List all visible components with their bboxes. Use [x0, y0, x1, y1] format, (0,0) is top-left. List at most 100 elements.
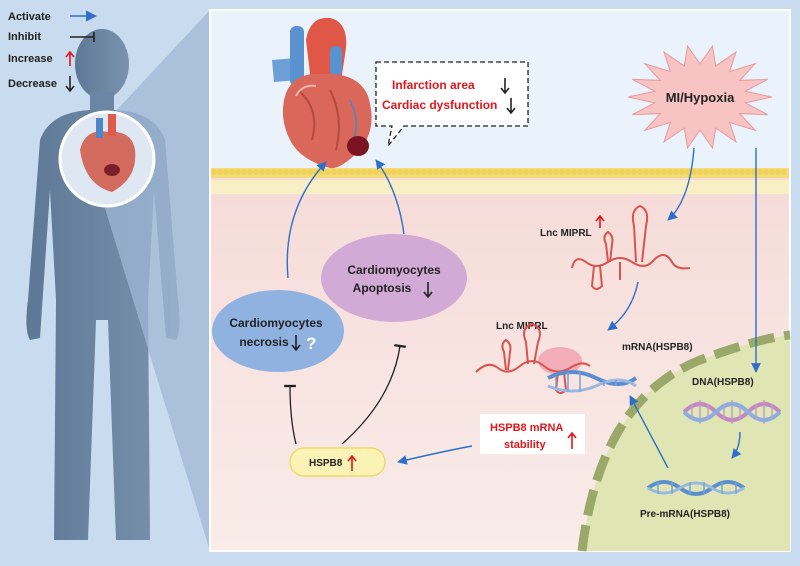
increase-arrow-icon [65, 50, 75, 66]
membrane-lipid-head [463, 169, 469, 175]
membrane-lipid-head [607, 169, 613, 175]
decrease-arrow-icon [506, 98, 516, 115]
membrane-lipid-head [781, 169, 787, 175]
membrane-lipid-head [535, 169, 541, 175]
membrane-lipid-head [631, 169, 637, 175]
membrane-lipid-head [289, 169, 295, 175]
apoptosis-node: Cardiomyocytes Apoptosis [321, 234, 467, 322]
dna-helix-icon [682, 400, 782, 424]
necrosis-label-line1: Cardiomyocytes [229, 316, 323, 330]
membrane-lipid-head [577, 169, 583, 175]
membrane-lipid-head [343, 169, 349, 175]
membrane-lipid-head [469, 169, 475, 175]
membrane-lipid-head [763, 169, 769, 175]
membrane-lipid-head [595, 169, 601, 175]
membrane-lipid-head [445, 169, 451, 175]
infarction-area-label: Infarction area [392, 78, 475, 92]
necrosis-label-line2: necrosis [239, 335, 289, 349]
lnc-miprl-label-top: Lnc MIPRL [540, 228, 592, 239]
membrane-lipid-head [391, 169, 397, 175]
lncrna-miprl-icon [571, 204, 691, 290]
membrane-lipid-head [757, 169, 763, 175]
membrane-lipid-head [739, 169, 745, 175]
membrane-lipid-head [703, 169, 709, 175]
stability-label-line2: stability [504, 439, 546, 451]
membrane-lipid-head [403, 169, 409, 175]
mrna-stability-box: HSPB8 mRNA stability [480, 414, 585, 454]
hspb8-protein-pill: HSPB8 [289, 447, 386, 477]
membrane-lipid-head [301, 169, 307, 175]
membrane-lipid-head [217, 169, 223, 175]
apoptosis-label-line2: Apoptosis [353, 281, 412, 295]
membrane-lipid-head [325, 169, 331, 175]
legend-inhibit-label: Inhibit [8, 31, 41, 43]
membrane-lipid-head [541, 169, 547, 175]
membrane-lipid-head [709, 169, 715, 175]
legend-activate-label: Activate [8, 11, 51, 23]
stimulus-label: MI/Hypoxia [666, 90, 735, 105]
inhibition-lines [284, 343, 406, 445]
lncrna-mrna-complex [475, 322, 638, 394]
membrane-lipid-head [283, 169, 289, 175]
mi-hypoxia-burst: MI/Hypoxia [627, 44, 773, 150]
membrane-lipid-head [457, 169, 463, 175]
membrane-lipid-head [667, 169, 673, 175]
membrane-lipid-head [655, 169, 661, 175]
membrane-lipid-head [643, 169, 649, 175]
membrane-lipid-head [673, 169, 679, 175]
membrane-lipid-head [487, 169, 493, 175]
membrane-lipid-head [397, 169, 403, 175]
membrane-lipid-head [685, 169, 691, 175]
membrane-lipid-head [691, 169, 697, 175]
membrane-lipid-head [277, 169, 283, 175]
membrane-lipid-head [433, 169, 439, 175]
membrane-lipid-head [517, 169, 523, 175]
increase-arrow-icon [595, 214, 605, 228]
membrane-lipid-head [421, 169, 427, 175]
membrane-lipid-head [211, 169, 217, 175]
membrane-lipid-head [493, 169, 499, 175]
dna-hspb8-label: DNA(HSPB8) [692, 377, 754, 388]
membrane-lipid-head [415, 169, 421, 175]
membrane-lipid-head [499, 169, 505, 175]
mrna-hspb8-label: mRNA(HSPB8) [622, 342, 693, 353]
legend: Activate Inhibit Increase Decrease [8, 10, 98, 93]
membrane-lipid-head [775, 169, 781, 175]
membrane-lipid-head [235, 169, 241, 175]
decrease-arrow-icon [500, 78, 510, 95]
membrane-lipid-head [373, 169, 379, 175]
membrane-lipid-head [619, 169, 625, 175]
membrane-lipid-head [697, 169, 703, 175]
stability-label-line1: HSPB8 mRNA [490, 422, 563, 434]
membrane-lipid-head [649, 169, 655, 175]
membrane-lipid-head [337, 169, 343, 175]
membrane-lipid-head [331, 169, 337, 175]
decrease-arrow-icon [423, 282, 433, 299]
lnc-miprl-label-mid: Lnc MIPRL [496, 321, 548, 332]
membrane-lipid-head [733, 169, 739, 175]
membrane-lipid-head [409, 169, 415, 175]
zoom-heart-icon [58, 110, 156, 208]
membrane-lipid-head [637, 169, 643, 175]
membrane-lipid-head [511, 169, 517, 175]
legend-increase-label: Increase [8, 53, 53, 65]
membrane-lipid-head [427, 169, 433, 175]
membrane-lipid-head [481, 169, 487, 175]
membrane-lipid-head [367, 169, 373, 175]
membrane-lipid-head [721, 169, 727, 175]
membrane-lipid-head [715, 169, 721, 175]
membrane-lipid-head [679, 169, 685, 175]
membrane-lipid-head [241, 169, 247, 175]
cardiac-dysfunction-label: Cardiac dysfunction [382, 98, 497, 112]
legend-decrease-label: Decrease [8, 78, 57, 90]
membrane-lipid-head [553, 169, 559, 175]
cell-membrane [211, 168, 789, 194]
membrane-lipid-head [661, 169, 667, 175]
membrane-lipid-head [613, 169, 619, 175]
membrane-lipid-head [361, 169, 367, 175]
membrane-lipid-head [523, 169, 529, 175]
nucleus [577, 330, 791, 552]
membrane-lipid-head [349, 169, 355, 175]
membrane-lipid-head [229, 169, 235, 175]
